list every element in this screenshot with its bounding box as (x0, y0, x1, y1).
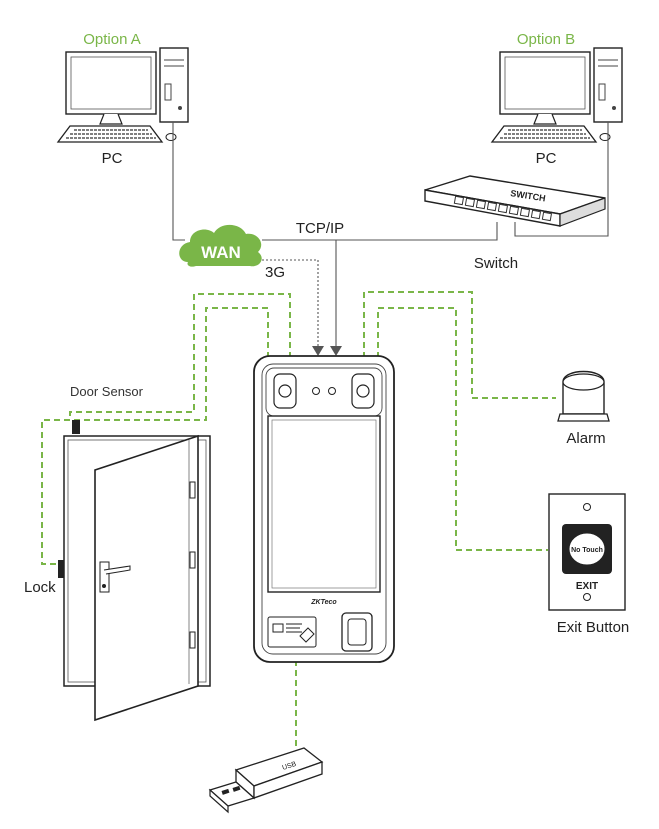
door-sensor-wire (69, 293, 291, 420)
wan-label: WAN (201, 243, 241, 262)
tcpip-arrow-icon (330, 346, 342, 356)
lock-icon (58, 560, 64, 578)
tcpip-label: TCP/IP (296, 220, 344, 237)
alarm-siren-icon (557, 370, 610, 422)
network-switch: SWITCH Switch (424, 175, 606, 272)
door-handle-icon (99, 561, 131, 593)
door-sensor-label: Door Sensor (70, 384, 144, 399)
exit-button: No Touch EXIT Exit Button (548, 493, 630, 636)
pc-a: Option A PC (56, 31, 189, 167)
option-a-label: Option A (83, 31, 141, 48)
usb-label: USB (281, 761, 297, 772)
switch-ports (453, 195, 553, 222)
alarm-wire (363, 291, 556, 399)
usb-stick-icon: USB (208, 747, 324, 814)
wan-cloud-icon: WAN (179, 224, 262, 267)
door-sensor-icon (72, 420, 80, 434)
pc-a-keyboard-icon (56, 125, 177, 143)
device-wiring (41, 291, 556, 750)
pc-b-tower-icon (593, 47, 623, 123)
pc-b: Option B PC (490, 31, 623, 167)
exit-text: EXIT (576, 581, 598, 592)
alarm: Alarm (557, 370, 610, 447)
camera-icon (273, 373, 375, 409)
3g-dotted-line (262, 259, 319, 352)
switch-label: Switch (474, 255, 518, 272)
pc-b-monitor-icon (499, 51, 591, 125)
pc-b-label: PC (536, 150, 557, 167)
network-lines (172, 122, 609, 356)
exit-button-label: Exit Button (557, 619, 630, 636)
3g-arrow-icon (312, 346, 324, 356)
wan-to-switch-cable (262, 222, 498, 241)
pc-a-monitor-icon (65, 51, 157, 125)
pc-a-cable (172, 122, 185, 241)
device-logo: ZKTeco (310, 599, 337, 606)
door-panel (94, 434, 199, 722)
lock-label: Lock (24, 579, 56, 596)
terminal-device: ZKTeco (253, 355, 395, 663)
fingerprint-sensor-icon (341, 612, 373, 652)
alarm-label: Alarm (566, 430, 605, 447)
option-b-label: Option B (517, 31, 575, 48)
3g-label: 3G (265, 264, 285, 281)
door: Door Sensor Lock (24, 384, 211, 722)
pc-b-keyboard-icon (490, 125, 611, 143)
card-reader-icon (267, 616, 317, 648)
pc-a-label: PC (102, 150, 123, 167)
lock-wire (41, 307, 269, 565)
pc-a-tower-icon (159, 47, 189, 123)
no-touch-label: No Touch (571, 547, 603, 554)
switch-to-pc-b-cable (514, 122, 609, 237)
exit-button-wire (377, 307, 548, 551)
